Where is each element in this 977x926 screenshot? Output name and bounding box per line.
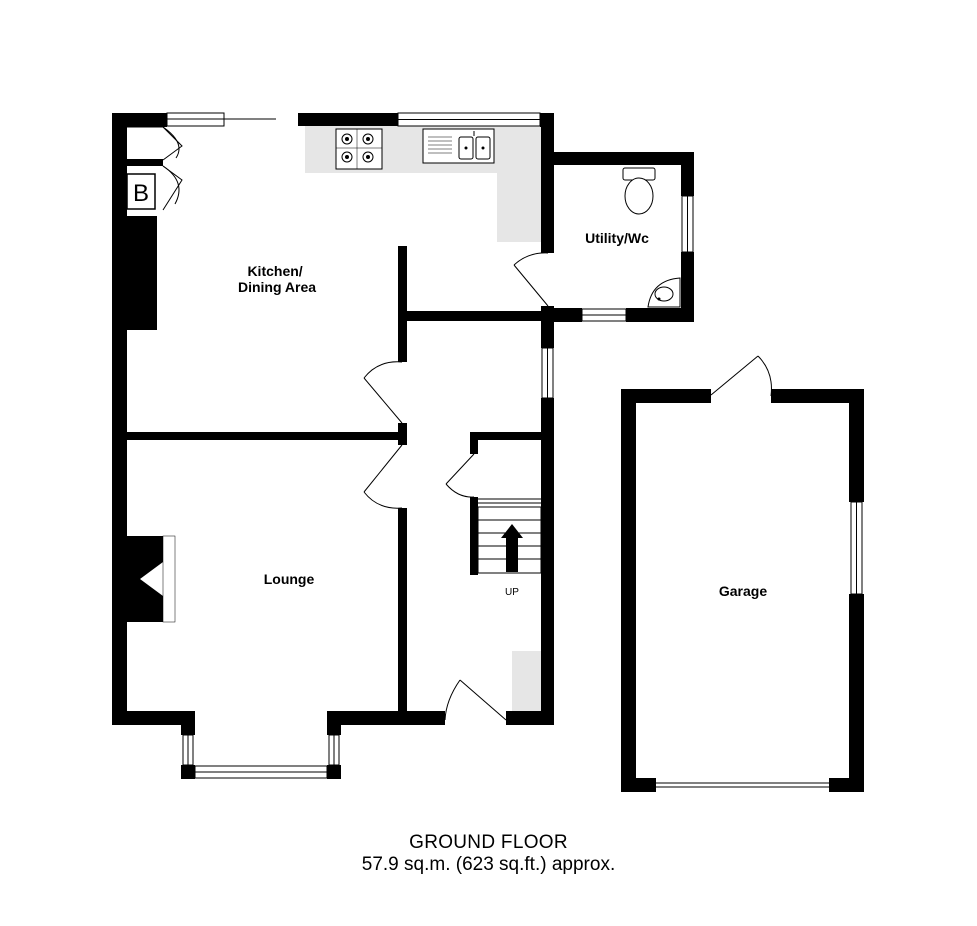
hall-cupboard: [512, 651, 541, 711]
windows: [166, 112, 863, 788]
doors: [127, 126, 772, 721]
boiler-label: B: [133, 180, 149, 207]
garage-walls: [621, 389, 864, 792]
room-label-lounge: Lounge: [264, 571, 315, 587]
sink-icon: [422, 128, 495, 164]
stairs-up-label: UP: [505, 587, 519, 598]
room-label-kitchen: Kitchen/ Dining Area: [238, 263, 316, 295]
basin-icon: [647, 277, 681, 308]
stairs-up-arrow-icon: [501, 524, 523, 572]
fireplace-icon: [127, 535, 176, 623]
floor-title: GROUND FLOOR: [409, 832, 568, 853]
boiler-icon: [126, 173, 156, 210]
toilet-icon: [622, 167, 656, 215]
hob-icon: [335, 128, 383, 170]
utility-walls: [541, 152, 694, 322]
house-walls: [112, 113, 554, 779]
room-label-utility: Utility/Wc: [585, 230, 649, 246]
floor-area: 57.9 sq.m. (623 sq.ft.) approx.: [361, 854, 616, 875]
room-label-garage: Garage: [719, 583, 767, 599]
